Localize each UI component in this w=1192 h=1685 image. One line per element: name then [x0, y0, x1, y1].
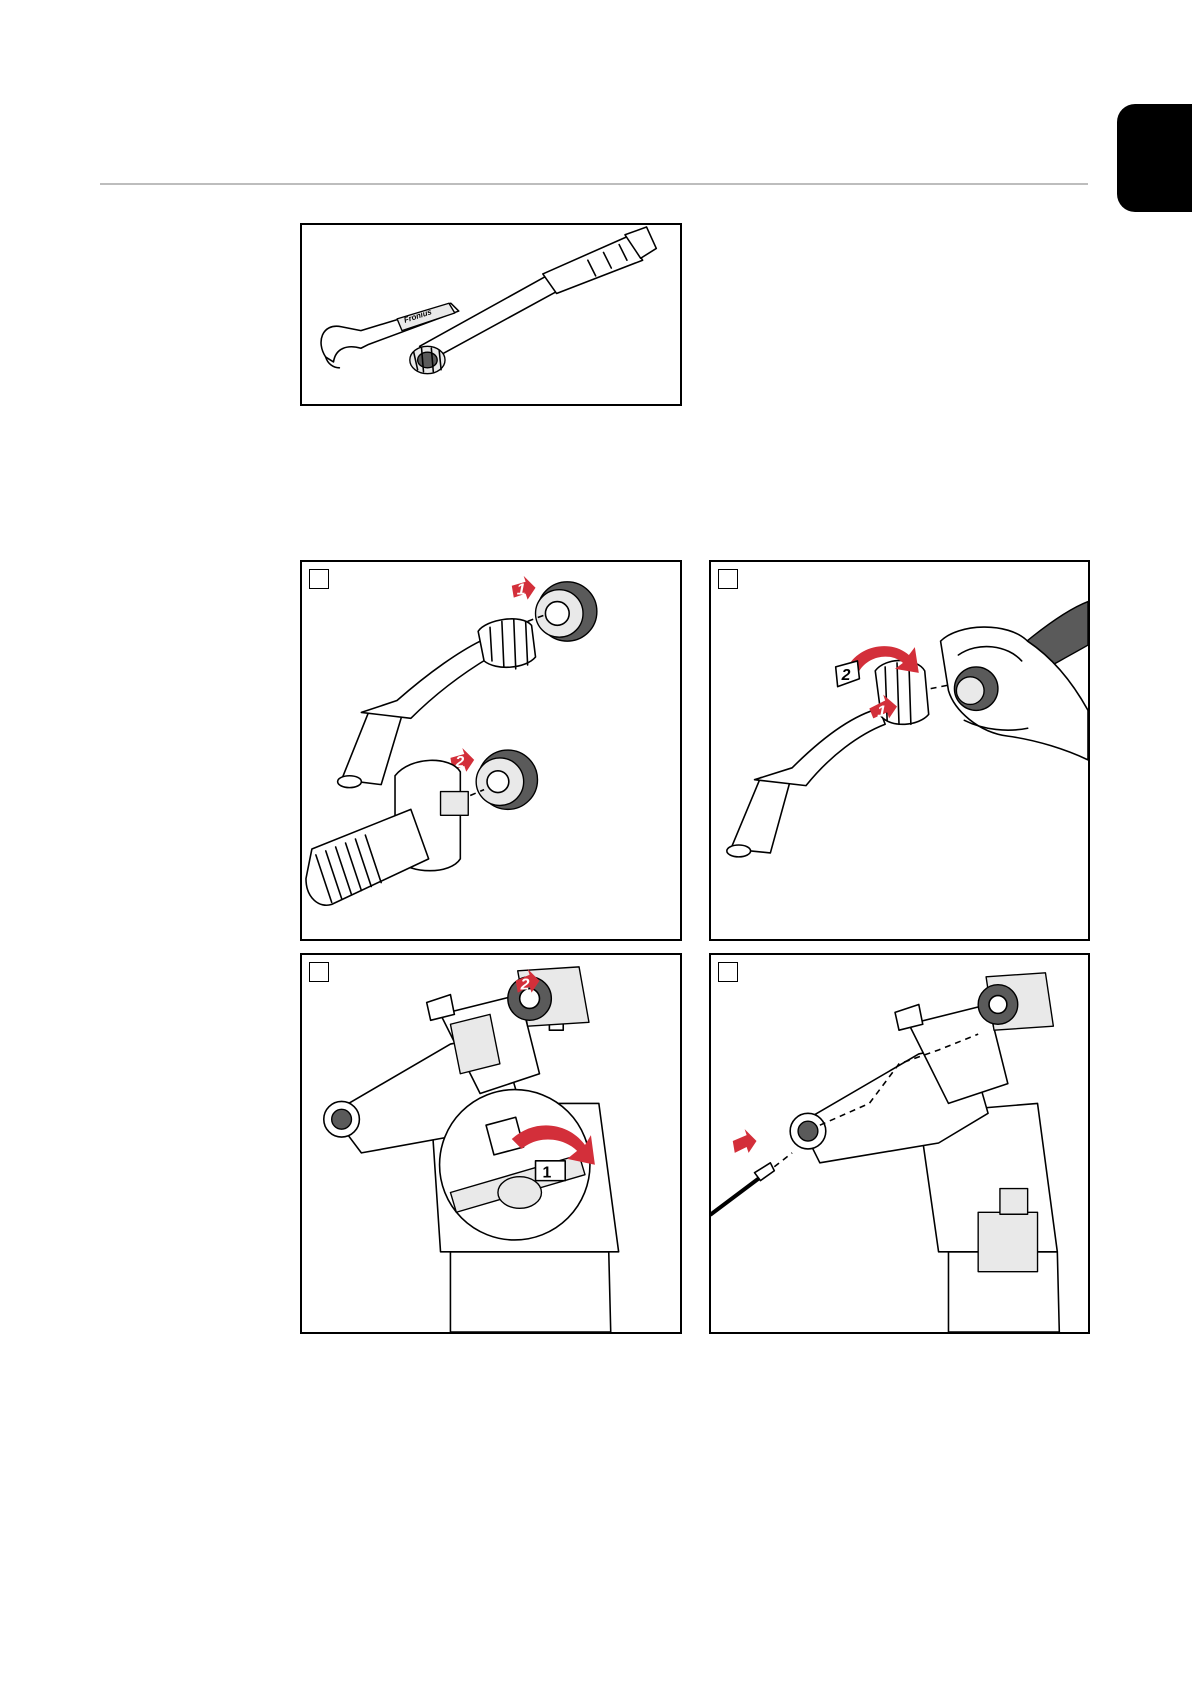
callout-2: 2: [841, 667, 851, 684]
header-rule: [100, 183, 1088, 185]
step-4-figure: [709, 953, 1090, 1334]
tool-figure: Fronius: [300, 223, 682, 406]
robot-arm-wire-feed-icon: [711, 955, 1088, 1332]
callout-1: 1: [517, 582, 526, 599]
callout-1: 1: [877, 703, 886, 720]
language-side-tab: [1117, 104, 1192, 212]
callout-1: 1: [542, 1165, 551, 1182]
step-1-figure: 1 2: [300, 560, 682, 941]
torch-neck-and-nut-icon: 1 2: [302, 562, 680, 939]
wrench-and-torque-tool-icon: Fronius: [302, 225, 680, 404]
hand-tightening-torch-icon: 2 1: [711, 562, 1088, 939]
step-2-figure: 2 1: [709, 560, 1090, 941]
step-3-figure: 2 1: [300, 953, 682, 1334]
callout-2: 2: [520, 977, 530, 994]
robot-arm-tool-icon: 2 1: [302, 955, 680, 1332]
